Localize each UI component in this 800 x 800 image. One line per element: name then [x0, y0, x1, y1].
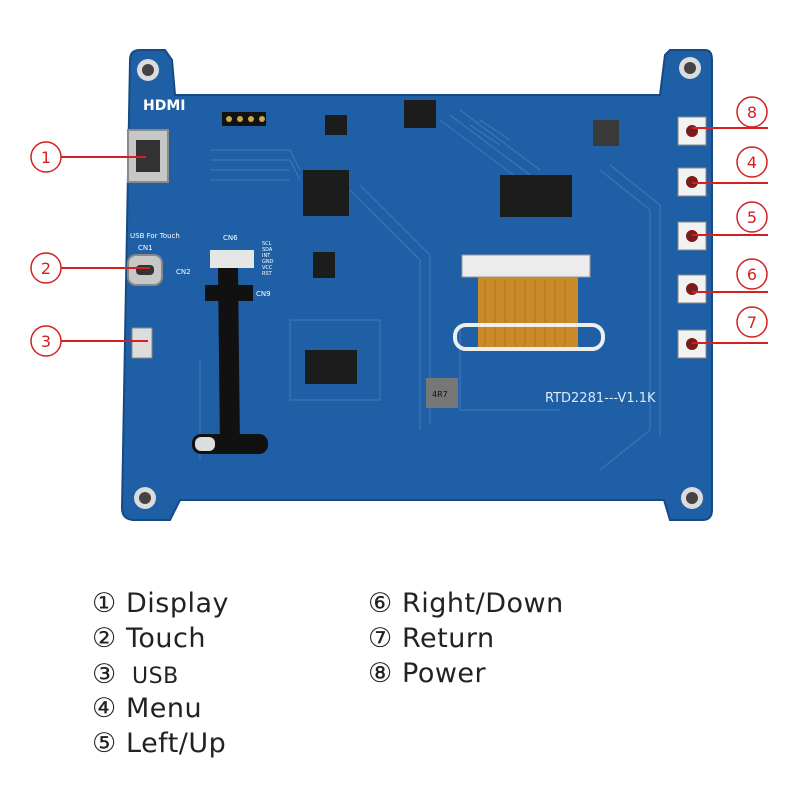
- legend-marker: ⑧: [368, 658, 393, 689]
- cn6-label: CN6: [223, 234, 238, 242]
- callout-1: 1: [30, 141, 146, 173]
- pin-label: SCL: [262, 241, 272, 247]
- pin-label-list: SCL SDA INT GND VCC RST: [262, 241, 274, 277]
- legend-item-menu: ④ Menu: [92, 693, 202, 724]
- pin-label: GND: [262, 259, 274, 265]
- pcb-board: [120, 49, 713, 521]
- legend-label: Right/Down: [402, 588, 564, 619]
- model-label: RTD2281---V1.1K: [545, 391, 656, 406]
- display-flex-cable: [478, 277, 578, 349]
- callout-6: 6: [692, 258, 768, 293]
- callout-8: 8: [692, 96, 768, 129]
- callout-5-label: 5: [747, 208, 757, 227]
- inductor-top: [593, 120, 619, 146]
- pin-header: [222, 112, 266, 126]
- controller-ic: [500, 175, 572, 217]
- legend-label: Touch: [126, 623, 206, 654]
- display-connector: [461, 254, 591, 278]
- cn2-label: CN2: [176, 268, 191, 276]
- callout-1-label: 1: [41, 148, 51, 167]
- legend-item-usb: ③ USB: [92, 659, 179, 690]
- usb-touch-label: USB For Touch: [130, 232, 180, 240]
- legend-marker: ⑥: [368, 588, 393, 619]
- callout-7: 7: [692, 306, 768, 344]
- legend-marker: ④: [92, 693, 117, 724]
- callout-6-label: 6: [747, 265, 757, 284]
- usb-connector: [131, 327, 153, 359]
- cn9-label: CN9: [256, 290, 271, 298]
- cable-slot-highlight: [195, 437, 215, 451]
- flex-lines: [484, 280, 566, 346]
- usb-c-port-slot: [136, 265, 154, 275]
- inductor: [426, 378, 458, 408]
- legend-label: Display: [126, 588, 230, 619]
- legend-marker: ②: [92, 623, 117, 654]
- hdmi-port: [127, 129, 169, 183]
- driver-ic: [305, 350, 357, 384]
- callout-8-label: 8: [747, 103, 757, 122]
- legend-item-power: ⑧ Power: [368, 658, 486, 689]
- button-right-down-cap: [686, 283, 698, 295]
- legend-item-display: ① Display: [92, 588, 229, 619]
- legend-label: Menu: [126, 693, 203, 724]
- pin-label: SDA: [262, 247, 273, 253]
- pin-label: VCC: [262, 265, 273, 271]
- legend-marker: ③: [92, 659, 117, 690]
- legend-label: Power: [402, 658, 487, 689]
- legend-item-left-up: ⑤ Left/Up: [92, 728, 226, 759]
- small-ic: [313, 252, 335, 278]
- callout-4-label: 4: [747, 153, 757, 172]
- legend-item-touch: ② Touch: [92, 623, 206, 654]
- callout-4: 4: [692, 146, 768, 184]
- callout-3-label: 3: [41, 332, 51, 351]
- legend-marker: ①: [92, 588, 117, 619]
- legend-item-return: ⑦ Return: [368, 623, 495, 654]
- pin-label: RST: [262, 271, 273, 277]
- callout-2-label: 2: [41, 259, 51, 278]
- regulator-ic: [325, 115, 347, 135]
- hdmi-label: HDMI: [143, 98, 185, 114]
- callout-7-label: 7: [747, 313, 757, 332]
- callout-5: 5: [692, 201, 768, 236]
- touch-ribbon-cable: [218, 268, 240, 450]
- pin-label: INT: [262, 253, 271, 259]
- legend-label: Return: [402, 623, 495, 654]
- legend-label: USB: [132, 664, 179, 689]
- legend-marker: ⑤: [92, 728, 117, 759]
- main-ic: [303, 170, 349, 216]
- inductor-label: 4R7: [432, 390, 448, 399]
- top-ic: [404, 100, 436, 128]
- legend-item-right-down: ⑥ Right/Down: [368, 588, 564, 619]
- cn1-label: CN1: [138, 244, 153, 252]
- pcb-traces: [199, 109, 661, 471]
- button-power-cap: [686, 125, 698, 137]
- callout-3: 3: [30, 325, 148, 357]
- legend-label: Left/Up: [126, 728, 227, 759]
- legend-marker: ⑦: [368, 623, 393, 654]
- mounting-holes: [134, 57, 703, 509]
- display-slot: [453, 323, 605, 351]
- callout-2: 2: [30, 252, 150, 284]
- cn6-connector: [210, 250, 254, 268]
